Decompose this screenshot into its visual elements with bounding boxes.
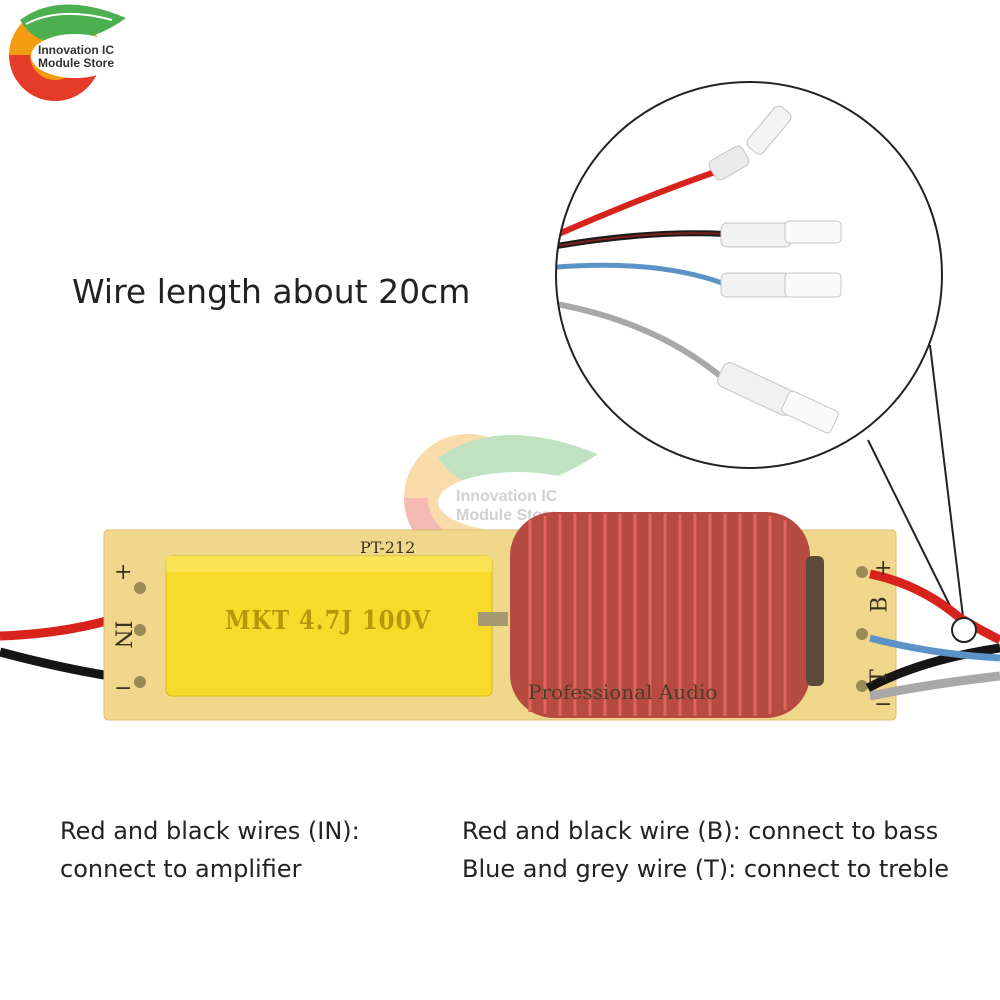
wire-terminals-zoom — [555, 81, 943, 469]
b-label: B — [867, 596, 893, 613]
watermark-line1: Innovation IC — [456, 488, 558, 505]
footer-mark: Professional Audio — [528, 680, 718, 704]
caption-bass-line: Red and black wire (B): connect to bass — [462, 817, 939, 845]
brand-name-line1: Innovation IC — [38, 43, 114, 57]
brand-logo — [0, 0, 140, 110]
b-plus-label: + — [874, 556, 893, 581]
caption-output-wires: Red and black wire (B): connect to bass … — [462, 812, 949, 888]
wire-length-headline: Wire length about 20cm — [72, 272, 471, 311]
caption-input-line1: Red and black wires (IN): — [60, 817, 360, 845]
in-label: IN — [109, 620, 135, 649]
t-label: T — [866, 669, 892, 684]
brand-name-line2: Module Store — [38, 56, 115, 70]
t-minus-label: − — [874, 692, 893, 717]
caption-input-wires: Red and black wires (IN): connect to amp… — [60, 812, 360, 888]
crossover-board — [0, 512, 1000, 721]
in-plus-label: + — [114, 560, 133, 585]
caption-input-line2: connect to amplifier — [60, 855, 302, 883]
in-minus-label: − — [114, 676, 133, 701]
capacitor-label: MKT 4.7J 100V — [225, 606, 431, 636]
model-mark: PT-212 — [360, 538, 416, 557]
brand-name: Innovation IC Module Store — [38, 44, 138, 70]
caption-treble-line: Blue and grey wire (T): connect to trebl… — [462, 855, 950, 883]
